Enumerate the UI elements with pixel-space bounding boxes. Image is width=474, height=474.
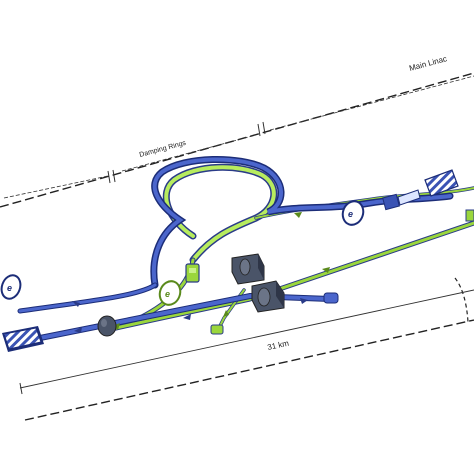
length-tick-left [19,382,23,395]
electron-beam-dump [323,292,339,304]
length-label: 31 km [267,339,291,352]
electron-badge-2: e [341,200,365,226]
arrow-electron-4 [300,298,308,304]
dimension-markers-top [3,75,474,199]
damping-rings-span-line [3,134,257,199]
positron-beamline [109,163,474,332]
electron-beamline [17,155,454,341]
arrow-electron-1 [72,301,80,307]
arrow-positron-1 [294,212,302,218]
tunnel-end-arc [454,277,469,323]
tick-2 [257,121,266,137]
tunnel-outline [0,72,474,421]
main-linac-label: Main Linac [408,54,448,73]
positron-linac-end [465,209,474,222]
positron-target-block [382,169,459,211]
tunnel-bottom-edge [24,319,474,421]
bunch-compressor [97,315,117,337]
main-linac-span-line [269,75,474,131]
beam-direction-arrows [72,212,330,333]
positron-badge: e [158,280,182,306]
arrow-positron-2 [322,267,330,273]
arrow-electron-2 [74,327,82,333]
electron-badge: e [0,274,22,300]
positron-badge-label: e [165,289,170,299]
length-dimension-line [19,289,474,389]
electron-badge-label: e [7,283,12,293]
dimension-line-bottom [19,289,474,395]
electron-badge-2-label: e [348,209,353,219]
positron-damping-ring [162,163,278,264]
tick-1 [107,169,116,184]
arrow-positron-4 [223,310,229,317]
arrow-electron-3 [183,314,191,320]
tunnel-top-edge [0,72,474,208]
positron-beam-dump [210,324,224,335]
electron-source-block [2,326,44,352]
interaction-detector-2 [251,280,285,313]
interaction-detector-1 [231,253,265,285]
positron-source-undulator [185,263,200,283]
